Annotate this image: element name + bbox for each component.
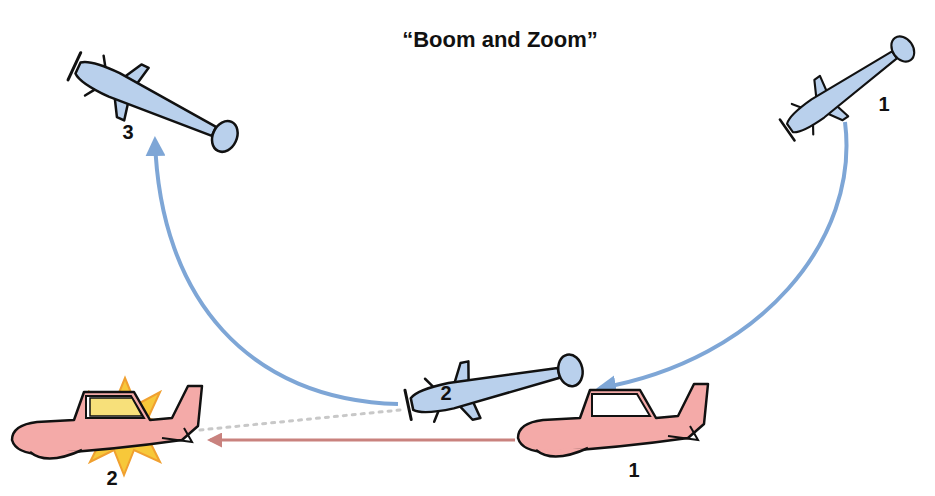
callout-number: 3 <box>122 121 133 144</box>
gunfire-line <box>200 410 400 430</box>
flight-path-arrow <box>155 140 398 404</box>
callout-number: 2 <box>440 382 451 405</box>
enemy-path-arrow <box>210 439 515 442</box>
callout-number: 1 <box>628 459 639 482</box>
enemy-plane <box>518 384 708 457</box>
fighter-plane <box>63 39 249 167</box>
callout-number: 2 <box>106 467 117 490</box>
fighter-plane <box>773 22 925 149</box>
enemy-plane <box>12 386 202 459</box>
flight-path-arrow <box>600 122 846 388</box>
callout-number: 1 <box>878 93 889 116</box>
hit-canopy <box>90 398 142 416</box>
diagram-title: “Boom and Zoom” <box>402 27 598 53</box>
